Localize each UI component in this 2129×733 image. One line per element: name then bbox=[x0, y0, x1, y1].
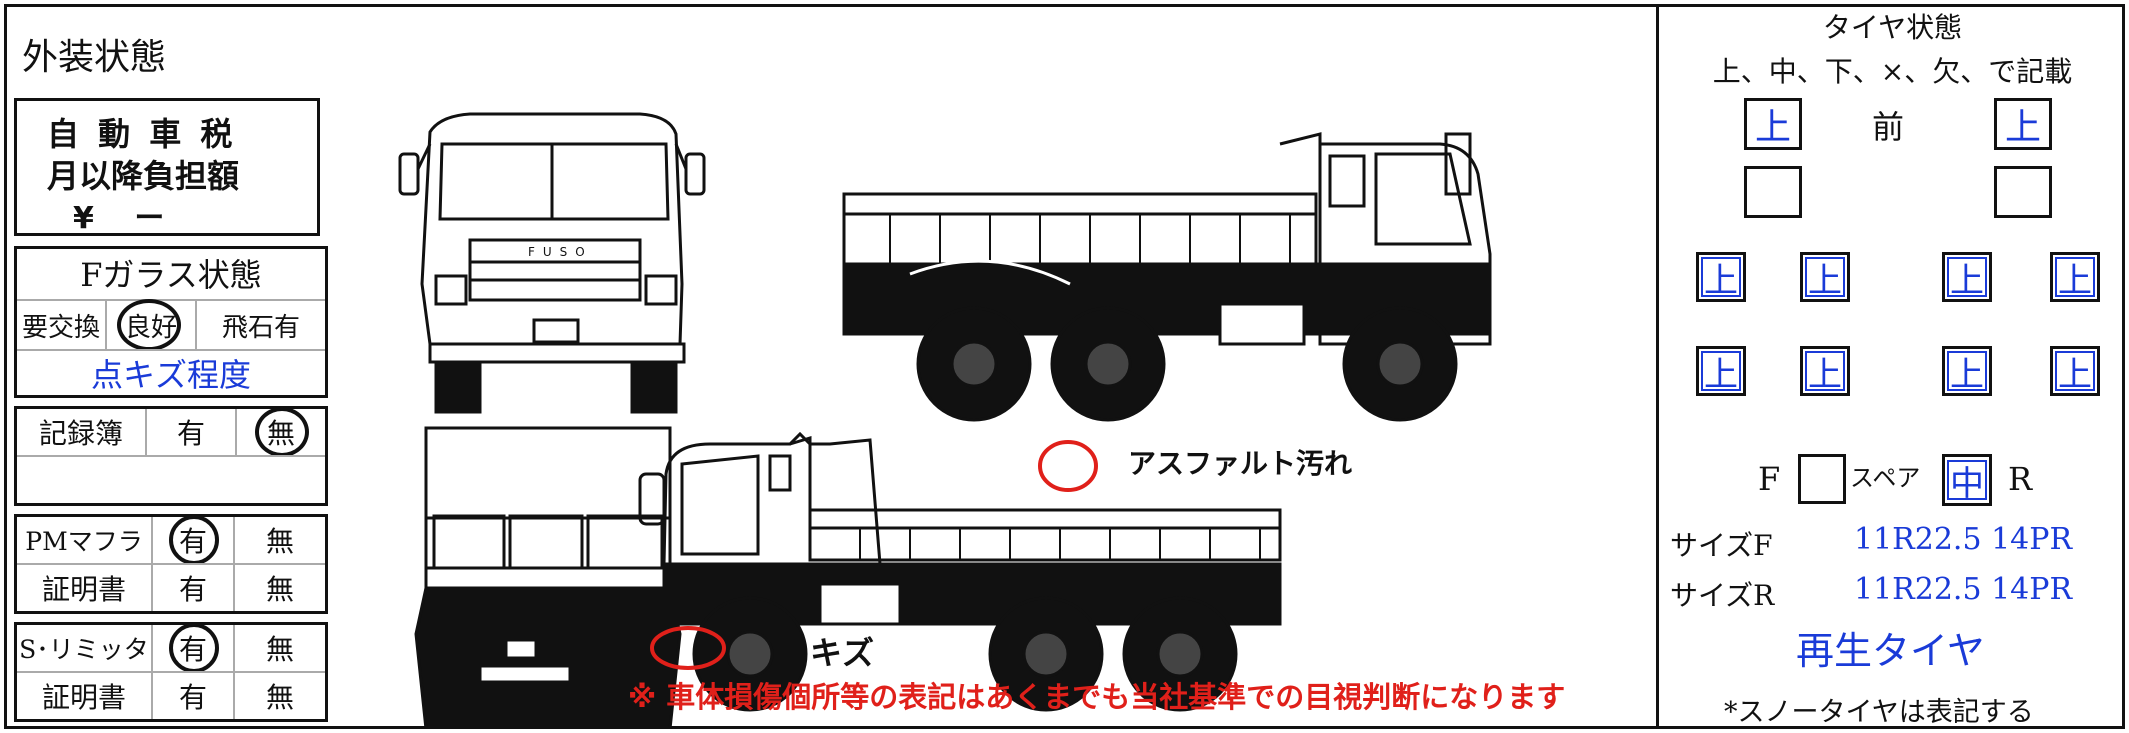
front-label: 前 bbox=[1872, 108, 1905, 146]
pm-muffler-label: PMマフラ bbox=[25, 527, 143, 556]
s-limiter-box: S･リミッタ 有 無 証明書 有 無 bbox=[14, 622, 328, 722]
tire-second-right[interactable] bbox=[1994, 166, 2052, 218]
asphalt-mark bbox=[1038, 440, 1098, 492]
record-book-yes: 有 bbox=[176, 417, 205, 450]
spare-label: スペア bbox=[1850, 464, 1921, 492]
truck-rear-view bbox=[414, 426, 682, 729]
spare-f-label: F bbox=[1758, 460, 1781, 498]
record-book-label: 記録簿 bbox=[38, 417, 123, 450]
tire-type: 再生タイヤ bbox=[1796, 629, 1985, 673]
asphalt-label: アスファルト汚れ bbox=[1128, 447, 1353, 480]
tax-box: 自 動 車 税 月以降負担額 ¥ ー bbox=[14, 98, 320, 236]
tire-r3-4[interactable]: 上 bbox=[2050, 252, 2100, 302]
s-limiter-label: S･リミッタ bbox=[19, 635, 149, 664]
pm-cert-yes: 有 bbox=[178, 573, 207, 606]
spare-f-box[interactable] bbox=[1798, 454, 1846, 504]
divider bbox=[195, 301, 197, 349]
divider bbox=[17, 671, 325, 673]
tire-second-left[interactable] bbox=[1744, 166, 1802, 218]
page-title: 外装状態 bbox=[22, 37, 167, 78]
selected-circle bbox=[255, 407, 309, 457]
tire-r4-3[interactable]: 上 bbox=[1942, 346, 1992, 396]
s-limiter-no: 無 bbox=[265, 633, 294, 666]
s-cert-label: 証明書 bbox=[41, 681, 126, 714]
truck-side-view-right bbox=[842, 132, 1492, 422]
tire-legend: 上、中、下、×、欠、で記載 bbox=[1712, 55, 2073, 88]
divider bbox=[105, 301, 107, 349]
size-r-label: サイズR bbox=[1670, 579, 1775, 612]
scratch-label: キズ bbox=[810, 634, 875, 672]
disclaimer: ※ 車体損傷個所等の表記はあくまでも当社基準での目視判断になります bbox=[628, 680, 1566, 714]
s-cert-yes: 有 bbox=[178, 681, 207, 714]
size-f-label: サイズF bbox=[1670, 529, 1773, 562]
tire-front-left[interactable]: 上 bbox=[1744, 98, 1802, 150]
scratch-mark bbox=[650, 626, 726, 670]
pm-cert-label: 証明書 bbox=[41, 573, 126, 606]
record-book-box: 記録簿 有 無 bbox=[14, 406, 328, 506]
brand-text: FUSO bbox=[528, 245, 593, 259]
tire-footnote: *スノータイヤは表記する bbox=[1724, 697, 2034, 728]
pm-muffler-no: 無 bbox=[265, 525, 294, 558]
divider bbox=[17, 563, 325, 565]
s-cert-no: 無 bbox=[265, 681, 294, 714]
tire-r4-2[interactable]: 上 bbox=[1800, 346, 1850, 396]
tire-r3-2[interactable]: 上 bbox=[1800, 252, 1850, 302]
glass-option-chip: 飛石有 bbox=[221, 312, 300, 343]
divider bbox=[17, 455, 325, 457]
tire-r4-1[interactable]: 上 bbox=[1696, 346, 1746, 396]
pm-cert-no: 無 bbox=[265, 573, 294, 606]
glass-note: 点キズ程度 bbox=[90, 356, 251, 394]
glass-option-replace: 要交換 bbox=[21, 312, 100, 343]
pm-muffler-box: PMマフラ 有 無 証明書 有 無 bbox=[14, 514, 328, 614]
divider bbox=[17, 299, 325, 301]
truck-front-view bbox=[398, 112, 706, 414]
tax-line3: ¥ ー bbox=[73, 201, 165, 236]
size-f-value: 11R22.5 14PR bbox=[1854, 522, 2073, 557]
sheet-frame bbox=[4, 4, 2125, 729]
tax-line2: 月以降負担額 bbox=[47, 157, 240, 195]
selected-circle bbox=[169, 623, 219, 673]
tire-r4-4[interactable]: 上 bbox=[2050, 346, 2100, 396]
divider bbox=[235, 409, 237, 455]
tax-line1: 自 動 車 税 bbox=[47, 115, 237, 153]
selected-circle bbox=[117, 299, 181, 351]
panel-divider bbox=[1656, 4, 1659, 729]
selected-circle bbox=[169, 515, 219, 565]
tire-front-right[interactable]: 上 bbox=[1994, 98, 2052, 150]
tire-r3-1[interactable]: 上 bbox=[1696, 252, 1746, 302]
glass-box: Fガラス状態 要交換 良好 飛石有 点キズ程度 bbox=[14, 246, 328, 398]
tire-title: タイヤ状態 bbox=[1822, 11, 1963, 44]
glass-title: Fガラス状態 bbox=[80, 256, 262, 294]
spare-r-label: R bbox=[2008, 460, 2033, 498]
tire-r3-3[interactable]: 上 bbox=[1942, 252, 1992, 302]
truck-diagrams: FUSO bbox=[398, 112, 1492, 729]
size-r-value: 11R22.5 14PR bbox=[1854, 572, 2073, 607]
divider bbox=[17, 349, 325, 351]
spare-box[interactable]: 中 bbox=[1942, 454, 1992, 506]
divider bbox=[145, 409, 147, 455]
truck-side-view-left bbox=[638, 431, 1282, 712]
